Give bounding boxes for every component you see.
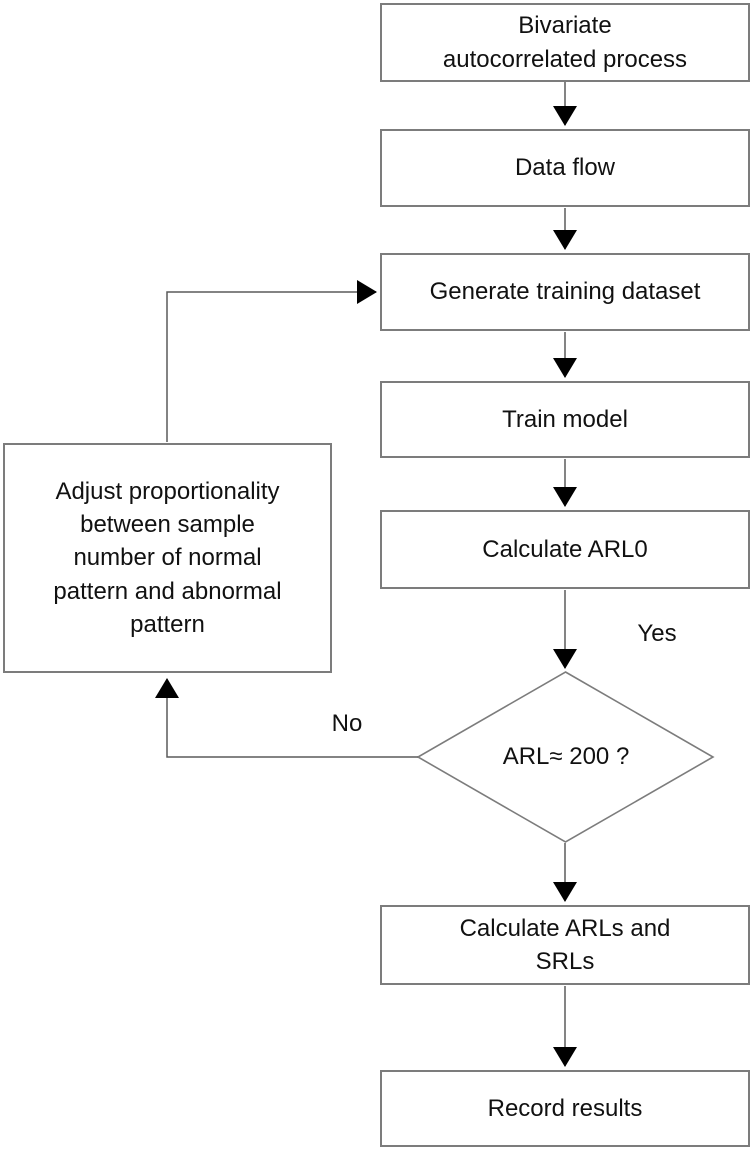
flow-box-calculate-arls-srls: Calculate ARLs and SRLs	[380, 905, 750, 985]
edge-label-no: No	[329, 710, 365, 738]
flow-box-bivariate-autocorrelated-process: Bivariate autocorrelated process	[380, 3, 750, 82]
flow-box-calculate-arl0: Calculate ARL0	[380, 510, 750, 589]
edge-adjust-generate	[166, 280, 377, 442]
decision-diamond-shape	[416, 671, 715, 843]
flow-box-record-results: Record results	[380, 1070, 750, 1147]
edge-decision-adjust	[155, 678, 418, 758]
flow-box-data-flow: Data flow	[380, 129, 750, 207]
flow-box-adjust-proportionality: Adjust proportionality between sample nu…	[3, 443, 332, 673]
edge-label-yes: Yes	[635, 620, 679, 648]
flow-box-train-model: Train model	[380, 381, 750, 458]
flow-box-generate-training-dataset: Generate training dataset	[380, 253, 750, 331]
decision-diamond-label: ARL≈ 200 ?	[502, 743, 630, 770]
